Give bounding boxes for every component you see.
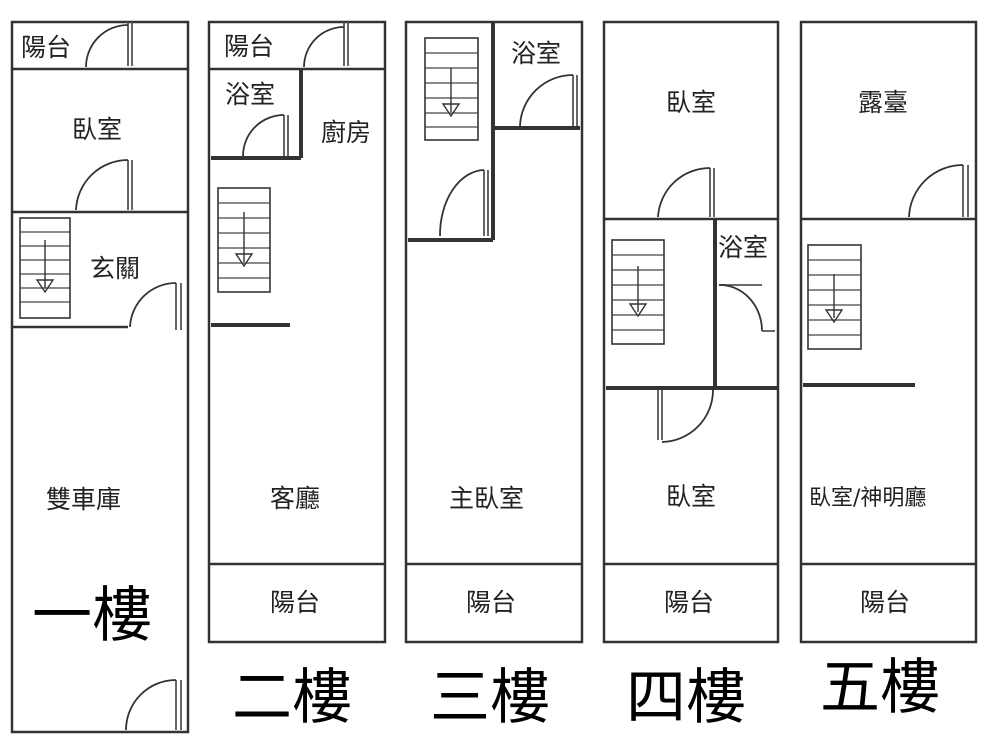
stair-icon — [217, 187, 271, 293]
door-icon — [242, 114, 289, 157]
room-label-foyer: 玄關 — [90, 254, 140, 283]
stair-icon — [424, 37, 479, 141]
door-icon — [303, 22, 349, 68]
floor-title: 五樓 — [820, 653, 940, 723]
floor-3-plan: 浴室 主臥室 陽台 三樓 — [404, 20, 584, 733]
door-icon — [75, 159, 133, 211]
floor-1-outline — [10, 20, 190, 734]
room-label-garage: 雙車庫 — [46, 485, 121, 514]
stair-icon — [807, 244, 862, 350]
room-label-kitchen: 廚房 — [321, 118, 371, 147]
room-label-bedroom: 臥室 — [72, 115, 122, 144]
room-label-bath: 浴室 — [511, 39, 561, 68]
door-icon — [908, 164, 969, 218]
door-icon — [439, 169, 489, 237]
floor-title: 二樓 — [232, 663, 352, 733]
floor-5-outline — [799, 20, 978, 644]
floor-1-plan: 陽台 臥室 玄關 雙車庫 一樓 — [10, 20, 190, 734]
floor-title: 三樓 — [430, 663, 550, 733]
floor-5-plan: 露臺 臥室/神明廳 陽台 五樓 — [799, 20, 978, 723]
floor-title: 四樓 — [626, 663, 746, 733]
room-label-terrace: 露臺 — [858, 88, 908, 117]
room-label-balcony: 陽台 — [466, 588, 516, 617]
room-label-bath: 浴室 — [718, 233, 768, 262]
room-label-balcony: 陽台 — [21, 33, 71, 62]
door-icon — [657, 167, 715, 218]
floor-2-plan: 陽台 浴室 廚房 客廳 陽台 二樓 — [207, 20, 387, 733]
room-label-bedroom: 臥室 — [666, 482, 716, 511]
floor-4-outline — [602, 20, 780, 644]
floor-2-outline — [207, 20, 387, 644]
floor-title: 一樓 — [32, 581, 152, 651]
room-label-bedroom-shrine: 臥室/神明廳 — [809, 486, 926, 511]
stair-icon — [611, 239, 665, 345]
door-icon — [519, 74, 578, 127]
door-icon — [85, 22, 133, 68]
door-icon — [718, 284, 775, 332]
room-label-living: 客廳 — [270, 484, 320, 513]
room-label-bedroom: 臥室 — [666, 88, 716, 117]
room-label-master-bedroom: 主臥室 — [449, 484, 524, 513]
door-icon — [129, 282, 182, 330]
room-label-balcony: 陽台 — [270, 588, 320, 617]
door-icon — [657, 389, 714, 443]
door-icon — [125, 679, 182, 731]
room-label-balcony: 陽台 — [664, 588, 714, 617]
room-label-bath: 浴室 — [225, 80, 275, 109]
room-label-balcony: 陽台 — [860, 588, 910, 617]
stair-icon — [19, 217, 71, 319]
room-label-balcony: 陽台 — [224, 32, 274, 61]
floor-4-plan: 臥室 浴室 臥室 陽台 四樓 — [602, 20, 780, 733]
